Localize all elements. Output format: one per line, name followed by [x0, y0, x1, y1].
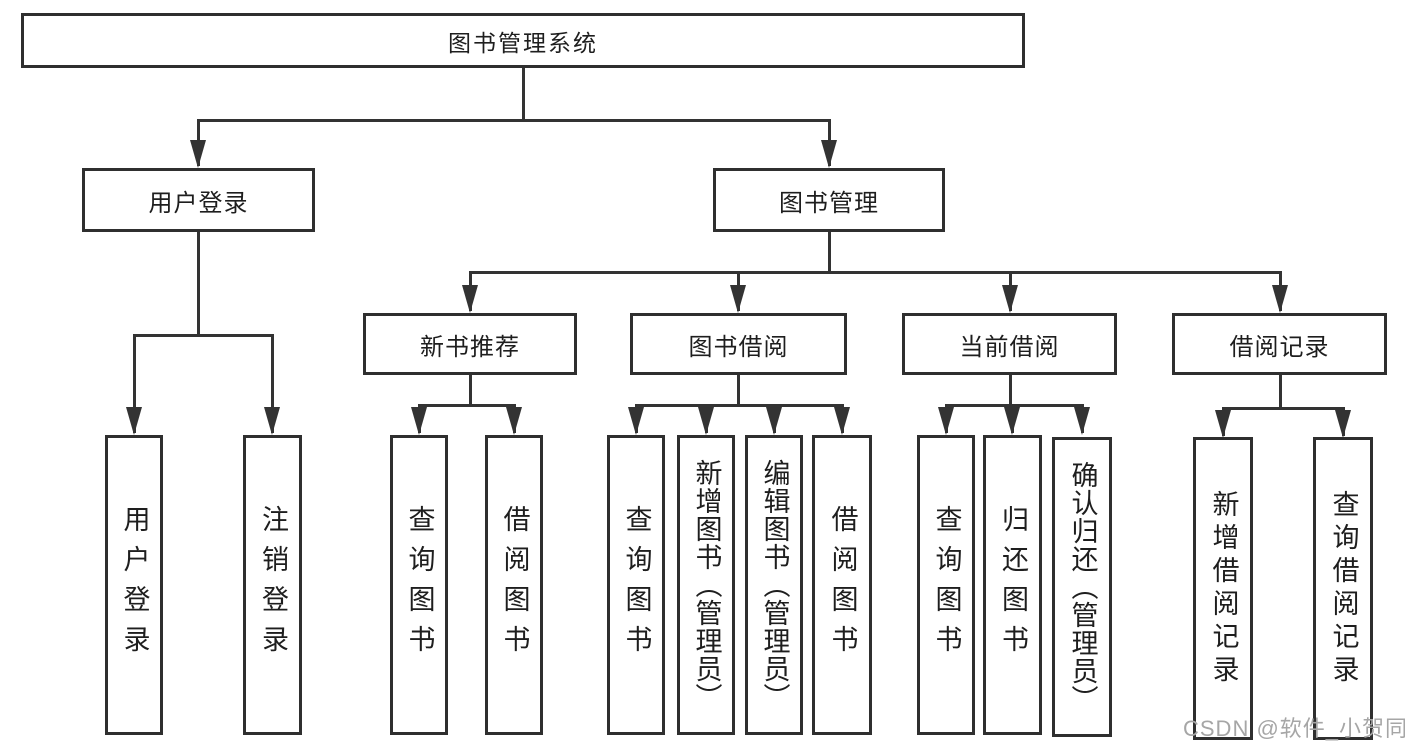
leaf-query-book-borrow: 查询图书	[607, 435, 665, 735]
arrow-down-icon	[190, 140, 206, 168]
leaf-user-login: 用户登录	[105, 435, 163, 735]
leaf-label: 归还图书	[998, 505, 1028, 665]
arrow-down-icon	[462, 285, 478, 313]
connector-line	[1278, 375, 1282, 409]
node-label: 用户登录	[148, 189, 249, 217]
connector-line	[521, 68, 525, 120]
node-label: 当前借阅	[959, 333, 1060, 361]
connector-line	[736, 375, 740, 406]
leaf-label: 借阅图书	[499, 505, 530, 665]
leaf-label: 新增图书（管理员）	[691, 459, 722, 711]
connector-line	[827, 232, 831, 274]
node-label: 图书管理	[779, 189, 879, 217]
leaf-return-book: 归还图书	[983, 435, 1042, 735]
leaf-add-borrow-record: 新增借阅记录	[1193, 437, 1253, 740]
arrow-down-icon	[1002, 285, 1018, 313]
leaf-label: 借阅图书	[827, 505, 858, 665]
leaf-label: 用户登录	[119, 505, 150, 665]
arrow-down-icon	[1272, 285, 1288, 313]
leaf-label: 查询图书	[931, 505, 962, 665]
arrow-down-icon	[938, 407, 954, 435]
arrow-down-icon	[730, 285, 746, 313]
node-label: 借阅记录	[1229, 333, 1330, 361]
leaf-borrow-book: 借阅图书	[812, 435, 872, 735]
connector-line	[1008, 375, 1012, 406]
node-borrow-records: 借阅记录	[1172, 313, 1387, 375]
arrow-down-icon	[411, 407, 427, 435]
leaf-label: 查询图书	[621, 505, 652, 665]
leaf-query-borrow-record: 查询借阅记录	[1313, 437, 1373, 740]
leaf-label: 确认归还（管理员）	[1067, 461, 1098, 713]
node-user-login: 用户登录	[82, 168, 315, 232]
connector-line	[468, 375, 472, 406]
leaf-add-book-admin: 新增图书（管理员）	[677, 435, 735, 735]
node-library-system: 图书管理系统	[21, 13, 1025, 68]
connector-line	[196, 118, 831, 122]
leaf-borrow-book-recommend: 借阅图书	[485, 435, 543, 735]
connector-line	[417, 403, 516, 407]
connector-line	[270, 335, 274, 433]
node-label: 图书管理系统	[448, 29, 598, 56]
leaf-label: 查询借阅记录	[1328, 489, 1359, 688]
arrow-down-icon	[1004, 407, 1020, 435]
leaf-label: 注销登录	[258, 505, 288, 665]
node-label: 新书推荐	[420, 333, 520, 361]
arrow-down-icon	[1074, 407, 1090, 435]
arrow-down-icon	[1215, 410, 1231, 438]
arrow-down-icon	[506, 407, 522, 435]
node-new-book-recommend: 新书推荐	[363, 313, 577, 375]
node-label: 图书借阅	[688, 333, 789, 361]
leaf-edit-book-admin: 编辑图书（管理员）	[745, 435, 803, 735]
arrow-down-icon	[821, 140, 837, 168]
connector-line	[1221, 406, 1345, 410]
leaf-confirm-return-admin: 确认归还（管理员）	[1052, 437, 1112, 737]
connector-line	[468, 270, 1282, 274]
connector-line	[196, 232, 200, 336]
arrow-down-icon	[126, 407, 142, 435]
connector-line	[132, 335, 136, 433]
leaf-label: 新增借阅记录	[1208, 489, 1239, 688]
connector-line	[944, 403, 1084, 407]
arrow-down-icon	[766, 407, 782, 435]
arrow-down-icon	[628, 407, 644, 435]
node-book-borrow: 图书借阅	[630, 313, 847, 375]
arrow-down-icon	[264, 407, 280, 435]
connector-line	[634, 403, 844, 407]
node-current-borrow: 当前借阅	[902, 313, 1117, 375]
leaf-query-book-recommend: 查询图书	[390, 435, 448, 735]
leaf-logout: 注销登录	[243, 435, 302, 735]
arrow-down-icon	[698, 407, 714, 435]
node-book-management: 图书管理	[713, 168, 945, 232]
arrow-down-icon	[1335, 410, 1351, 438]
arrow-down-icon	[834, 407, 850, 435]
leaf-query-book-current: 查询图书	[917, 435, 975, 735]
connector-line	[132, 333, 274, 337]
csdn-watermark: CSDN @软件_小贺同学	[1183, 716, 1405, 741]
leaf-label: 查询图书	[404, 505, 435, 665]
leaf-label: 编辑图书（管理员）	[759, 459, 790, 711]
